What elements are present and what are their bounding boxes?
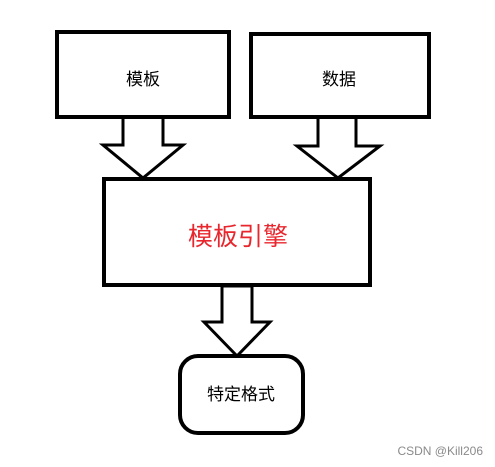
data-node: 数据 [249, 32, 431, 119]
data-label: 数据 [322, 70, 356, 90]
output-node: 特定格式 [178, 354, 305, 435]
arrow-data-to-engine [292, 115, 385, 180]
engine-label: 模板引擎 [188, 222, 288, 251]
arrow-engine-to-output [200, 284, 274, 359]
watermark: CSDN @Kill206 [397, 444, 483, 458]
template-node: 模板 [55, 30, 231, 119]
template-label: 模板 [126, 70, 160, 90]
arrow-template-to-engine [98, 115, 188, 180]
engine-node: 模板引擎 [102, 177, 372, 287]
output-label: 特定格式 [207, 385, 275, 405]
